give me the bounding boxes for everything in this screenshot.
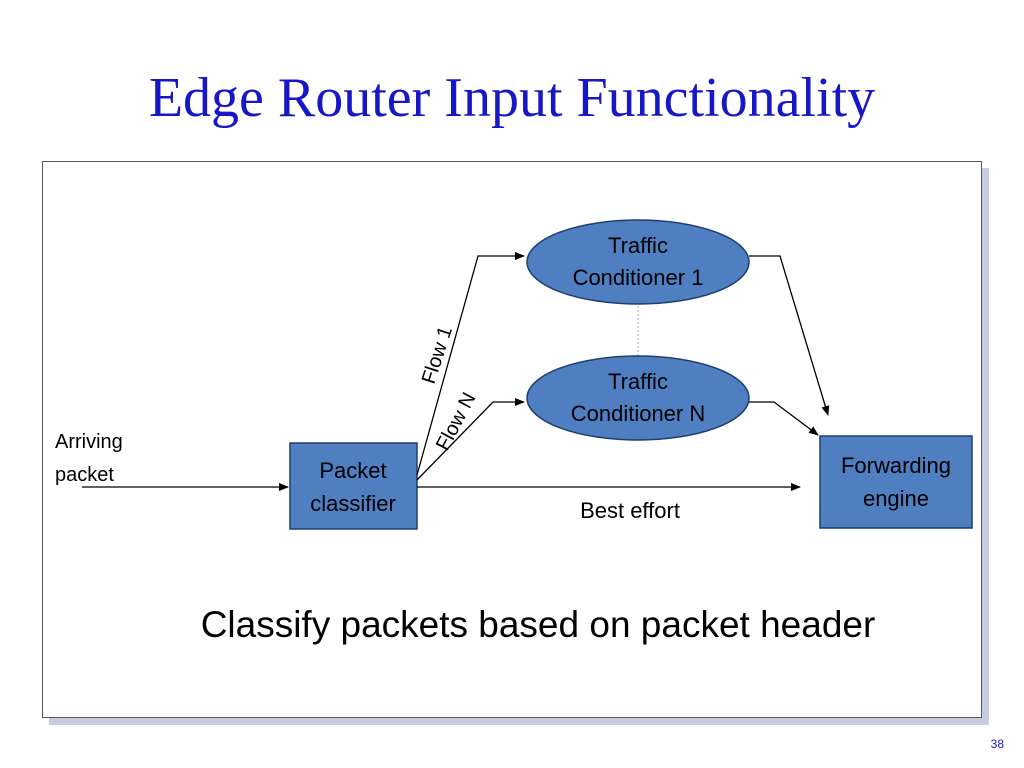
- traffic-conditioner-n-line1: Traffic: [608, 369, 668, 394]
- conditioner-1-output-arrow: [749, 255, 830, 416]
- packet-classifier-line1: Packet: [319, 458, 386, 483]
- forwarding-engine-line2: engine: [863, 486, 929, 511]
- traffic-conditioner-n-line2: Conditioner N: [571, 401, 706, 426]
- conditioner-n-output-arrow: [749, 401, 819, 436]
- input-label-line1: Arriving: [55, 431, 123, 453]
- slide-title: Edge Router Input Functionality: [148, 67, 876, 129]
- traffic-conditioner-1: [526, 219, 750, 305]
- input-label-line2: packet: [55, 464, 114, 486]
- page-number: 38: [990, 737, 1004, 751]
- packet-classifier-box: [289, 442, 418, 530]
- flow-1-label: Flow 1: [418, 324, 457, 387]
- diagram-caption: Classify packets based on packet header: [201, 604, 876, 645]
- best-effort-label: Best effort: [580, 498, 680, 523]
- forwarding-engine-box: [819, 435, 973, 529]
- forwarding-engine-line1: Forwarding: [841, 453, 951, 478]
- traffic-conditioner-n: [526, 355, 750, 441]
- traffic-conditioner-1-line1: Traffic: [608, 233, 668, 258]
- packet-classifier-line2: classifier: [310, 491, 396, 516]
- flow-n-arrow: [416, 398, 525, 481]
- flow-1-arrow: [416, 252, 525, 476]
- traffic-conditioner-1-line2: Conditioner 1: [573, 265, 704, 290]
